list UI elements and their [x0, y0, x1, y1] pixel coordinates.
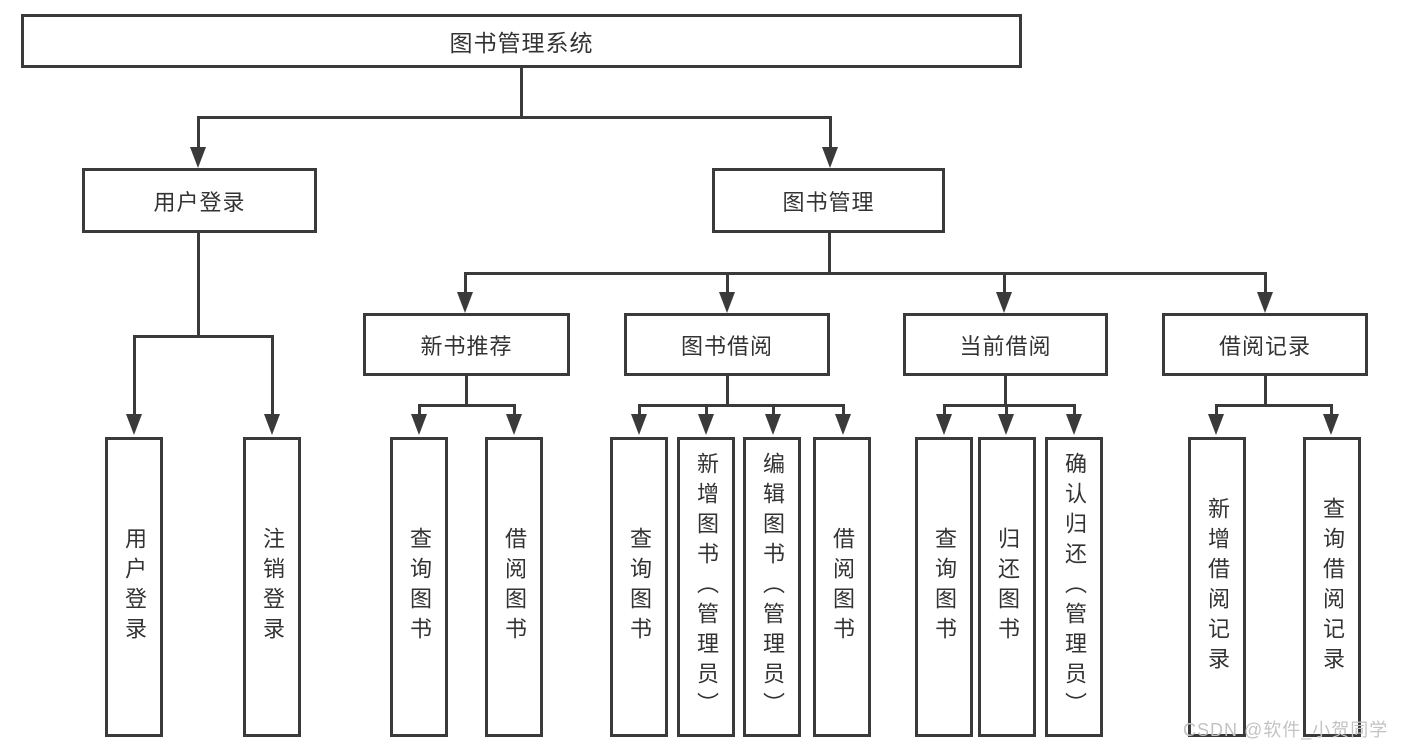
leaf-query-books-recommend: 查询图书 — [390, 437, 448, 737]
csdn-watermark: CSDN @软件_小贺同学 — [1183, 720, 1389, 740]
leaf-label: 借阅图书 — [830, 527, 855, 647]
arrow-down-icon — [998, 414, 1014, 435]
connector-new-book-rail — [418, 404, 516, 407]
node-label: 借阅记录 — [1218, 333, 1311, 359]
arrow-down-icon — [1066, 414, 1082, 435]
leaf-logout: 注销登录 — [243, 437, 301, 737]
arrow-down-icon — [264, 414, 280, 435]
leaf-query-books-current: 查询图书 — [915, 437, 973, 737]
connector-new-book-stem — [465, 376, 468, 406]
arrow-down-icon — [719, 292, 735, 313]
connector-drop-leaf — [638, 404, 641, 414]
connector-drop-leaf — [842, 404, 845, 414]
leaf-label: 新增图书（管理员） — [694, 452, 719, 722]
connector-drop-leaf — [418, 404, 421, 414]
leaf-label: 编辑图书（管理员） — [760, 452, 785, 722]
leaf-query-borrow-record: 查询借阅记录 — [1303, 437, 1361, 737]
leaf-label: 借阅图书 — [502, 527, 527, 647]
node-root-label: 图书管理系统 — [449, 30, 594, 56]
node-label: 图书借阅 — [680, 333, 773, 359]
node-book-borrowing: 图书借阅 — [624, 313, 830, 376]
connector-user-login-rail — [133, 335, 274, 338]
leaf-borrow-books-borrowing: 借阅图书 — [813, 437, 871, 737]
connector-user-login-stem — [197, 233, 200, 337]
arrow-down-icon — [631, 414, 647, 435]
arrow-down-icon — [411, 414, 427, 435]
leaf-query-books-borrowing: 查询图书 — [610, 437, 668, 737]
leaf-add-books-admin: 新增图书（管理员） — [677, 437, 735, 737]
node-label: 用户登录 — [153, 189, 246, 215]
connector-borrowing-records-rail — [1215, 404, 1332, 407]
node-label: 新书推荐 — [420, 333, 513, 359]
arrow-down-icon — [457, 292, 473, 313]
connector-drop-leaf — [271, 335, 274, 414]
connector-drop-leaf — [1330, 404, 1333, 414]
node-borrowing-records: 借阅记录 — [1162, 313, 1368, 376]
leaf-borrow-books-recommend: 借阅图书 — [485, 437, 543, 737]
connector-book-borrowing-stem — [726, 376, 729, 406]
connector-book-borrowing-rail — [638, 404, 844, 407]
leaf-label: 新增借阅记录 — [1205, 497, 1230, 677]
connector-current-borrowing-stem — [1004, 376, 1007, 406]
node-new-book-recommend: 新书推荐 — [363, 313, 570, 376]
connector-root-rail — [197, 116, 831, 119]
arrow-down-icon — [190, 147, 206, 168]
arrow-down-icon — [1208, 414, 1224, 435]
connector-drop-leaf — [772, 404, 775, 414]
connector-drop-user-login — [197, 116, 200, 147]
node-root: 图书管理系统 — [21, 14, 1022, 68]
connector-borrowing-records-stem — [1264, 376, 1267, 406]
connector-drop-leaf — [705, 404, 708, 414]
node-current-borrowing: 当前借阅 — [903, 313, 1108, 376]
leaf-label: 查询图书 — [627, 527, 652, 647]
connector-drop-current-borrowing — [1003, 272, 1006, 292]
leaf-label: 注销登录 — [260, 527, 285, 647]
leaf-label: 查询图书 — [932, 527, 957, 647]
node-book-management: 图书管理 — [712, 168, 945, 233]
arrow-down-icon — [126, 414, 142, 435]
leaf-add-borrow-record: 新增借阅记录 — [1188, 437, 1246, 737]
connector-root-stem — [520, 68, 523, 118]
leaf-user-login: 用户登录 — [105, 437, 163, 737]
connector-drop-leaf — [1073, 404, 1076, 414]
arrow-down-icon — [936, 414, 952, 435]
connector-drop-new-book — [464, 272, 467, 292]
connector-drop-borrowing-records — [1264, 272, 1267, 292]
arrow-down-icon — [698, 414, 714, 435]
leaf-label: 用户登录 — [122, 527, 147, 647]
leaf-return-books: 归还图书 — [978, 437, 1036, 737]
connector-book-management-rail — [464, 272, 1266, 275]
connector-drop-book-management — [829, 116, 832, 147]
leaf-label: 确认归还（管理员） — [1062, 452, 1087, 722]
arrow-down-icon — [822, 147, 838, 168]
node-label: 当前借阅 — [959, 333, 1052, 359]
leaf-confirm-return-admin: 确认归还（管理员） — [1045, 437, 1103, 737]
arrow-down-icon — [765, 414, 781, 435]
connector-current-borrowing-rail — [943, 404, 1075, 407]
node-user-login: 用户登录 — [82, 168, 317, 233]
leaf-label: 查询借阅记录 — [1320, 497, 1345, 677]
leaf-edit-books-admin: 编辑图书（管理员） — [743, 437, 801, 737]
leaf-label: 查询图书 — [407, 527, 432, 647]
arrow-down-icon — [1323, 414, 1339, 435]
connector-drop-leaf — [513, 404, 516, 414]
connector-drop-book-borrowing — [726, 272, 729, 292]
connector-drop-leaf — [1215, 404, 1218, 414]
connector-drop-leaf — [133, 335, 136, 414]
node-label: 图书管理 — [782, 189, 875, 215]
arrow-down-icon — [1257, 292, 1273, 313]
arrow-down-icon — [996, 292, 1012, 313]
leaf-label: 归还图书 — [995, 527, 1020, 647]
connector-book-management-stem — [828, 233, 831, 274]
connector-drop-leaf — [943, 404, 946, 414]
arrow-down-icon — [835, 414, 851, 435]
connector-drop-leaf — [1005, 404, 1008, 414]
arrow-down-icon — [506, 414, 522, 435]
